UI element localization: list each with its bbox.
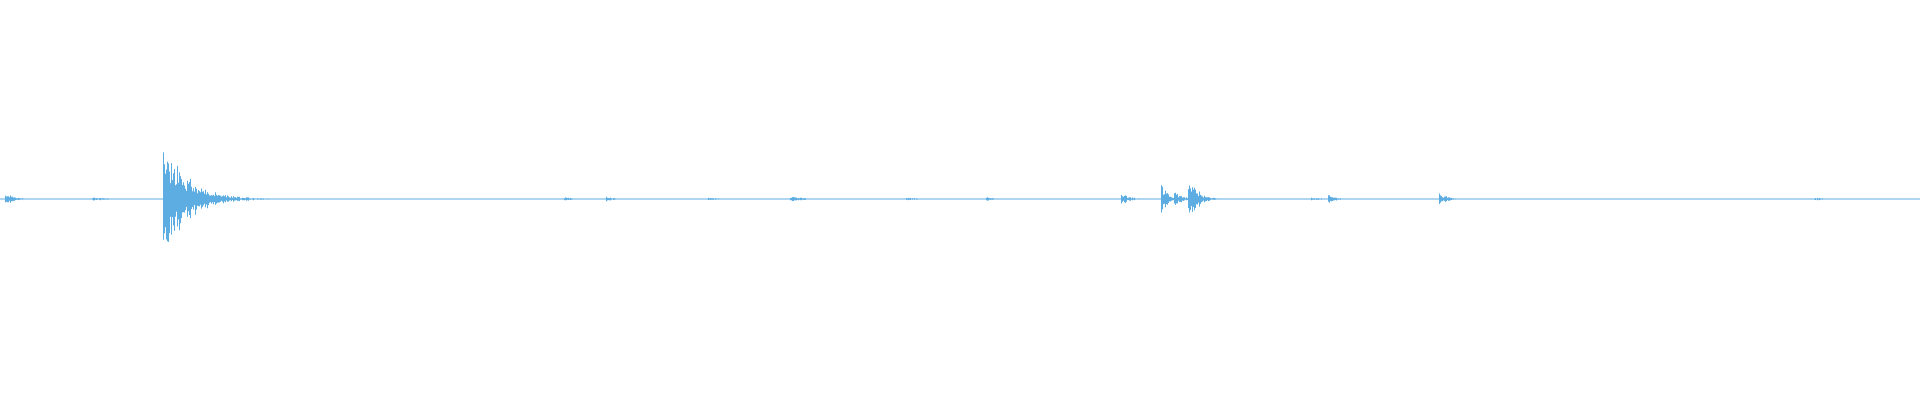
waveform-amplitude-path xyxy=(0,152,1920,242)
waveform-signal xyxy=(0,152,1920,242)
